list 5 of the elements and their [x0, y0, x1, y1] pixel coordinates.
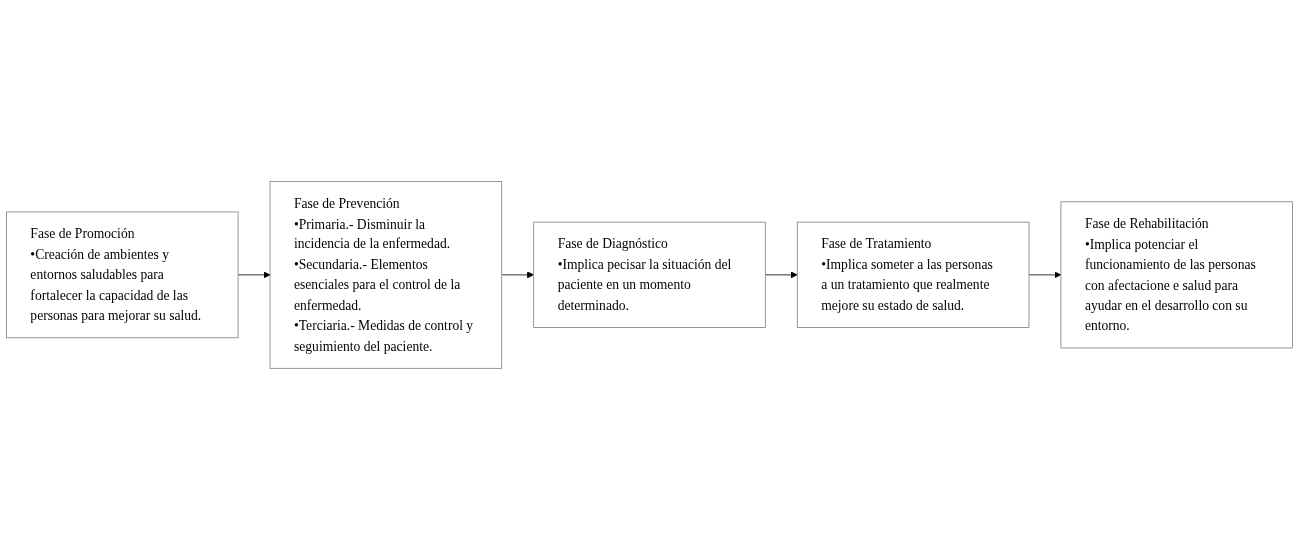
node-box: Fase de Diagnóstico •Implica pecisar la situación del paciente en un momento determinado. [533, 221, 766, 328]
node-box: Fase de Promoción •Creación de ambientes y entornos saludables para fortalecer la capacidad de las personas para mejorar su salud. [6, 211, 239, 338]
node-box: Fase de Rehabilitación •Implica potenciar el funcionamiento de las personas con afectacione e salud para ayudar en el desarrollo con su entorno. [1060, 201, 1293, 348]
node-box: Fase de Tratamiento •Implica someter a las personas a un tratamiento que realmente mejore su estado de salud. [796, 221, 1030, 328]
node-box: Fase de Prevención •Primaria.- Disminuir la incidencia de la enfermedad. •Secundaria.- Elementos esenciales para el control de la enfermedad. •Terciaria.- Medidas de control y seguimiento del paciente. [269, 180, 503, 369]
